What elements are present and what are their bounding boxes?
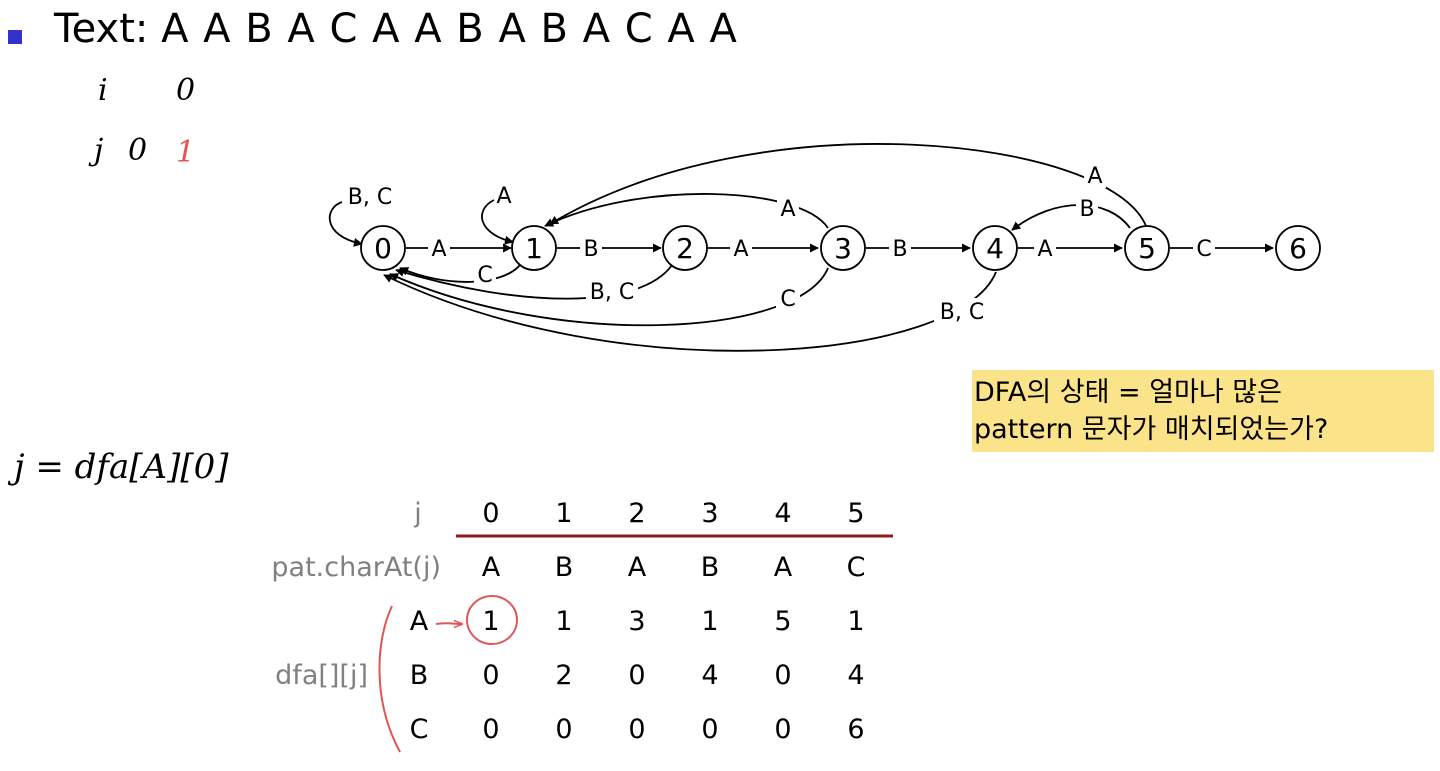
edge-label-2-3: A xyxy=(733,237,748,262)
table-cell-b-4: 0 xyxy=(774,660,791,691)
table-cell-c-2: 0 xyxy=(628,714,645,745)
state-6-label: 6 xyxy=(1289,232,1307,265)
table-pat-0: A xyxy=(482,552,501,583)
state-6: 6 xyxy=(1275,225,1321,271)
table-pat-4: A xyxy=(774,552,793,583)
table-j-1: 1 xyxy=(555,498,572,529)
table-cell-b-2: 0 xyxy=(628,660,645,691)
edge-5-1 xyxy=(549,143,1147,227)
state-4: 4 xyxy=(972,225,1018,271)
red-circle-annotation xyxy=(466,595,518,645)
text-sequence-line: Text: A A B A C A A B A B A C A A xyxy=(54,6,738,52)
state-3: 3 xyxy=(820,225,866,271)
callout-line2-prefix: pattern xyxy=(974,414,1074,445)
hand-i-label: i xyxy=(98,73,108,108)
text-label: Text: xyxy=(54,6,149,52)
edge-3-0 xyxy=(389,267,829,327)
table-j-5: 5 xyxy=(847,498,864,529)
table-cell-c-4: 0 xyxy=(774,714,791,745)
table-j-2: 2 xyxy=(628,498,645,529)
edge-label-5-6: C xyxy=(1196,237,1211,262)
loop-0 xyxy=(328,201,363,247)
state-0-label: 0 xyxy=(374,232,392,265)
table-j-4: 4 xyxy=(774,498,791,529)
hand-j-label: j xyxy=(88,133,103,168)
edge-label-3-0: C xyxy=(780,287,795,312)
table-pat-2: A xyxy=(628,552,647,583)
table-j-label: j xyxy=(413,498,422,529)
hand-i-value: 0 xyxy=(176,73,195,108)
edge-label-1-0: C xyxy=(477,263,492,288)
table-cell-b-1: 2 xyxy=(555,660,572,691)
table-j-0: 0 xyxy=(482,498,499,529)
state-5-label: 5 xyxy=(1138,232,1156,265)
table-row-char-a: A xyxy=(410,606,429,637)
table-cell-a-3: 1 xyxy=(701,606,718,637)
red-bracket-annotation xyxy=(378,605,401,753)
edge-label-5-1: A xyxy=(1087,164,1102,189)
state-5: 5 xyxy=(1124,225,1170,271)
loop-label-0: B, C xyxy=(348,185,392,210)
edge-5-4 xyxy=(1011,204,1131,231)
state-2: 2 xyxy=(662,225,708,271)
edge-3-1 xyxy=(544,193,829,229)
table-pat-1: B xyxy=(555,552,574,583)
table-cell-b-3: 4 xyxy=(701,660,718,691)
table-cell-a-2: 3 xyxy=(628,606,645,637)
edge-label-4-0: B, C xyxy=(940,300,984,325)
table-pat-label: pat.charAt(j) xyxy=(271,552,441,583)
edge-label-4-5: A xyxy=(1037,237,1052,262)
edge-label-3-1: A xyxy=(780,197,795,222)
table-cell-c-3: 0 xyxy=(701,714,718,745)
table-cell-a-1: 1 xyxy=(555,606,572,637)
edge-2-0 xyxy=(395,264,673,300)
table-cell-b-0: 0 xyxy=(482,660,499,691)
edge-label-0-1: A xyxy=(431,237,446,262)
state-4-label: 4 xyxy=(986,232,1004,265)
table-row-char-c: C xyxy=(410,714,429,745)
table-pat-5: C xyxy=(847,552,866,583)
hand-j-new-value: 1 xyxy=(176,135,195,170)
callout-line2-rest: 문자가 매치되었는가? xyxy=(1073,414,1329,445)
table-cell-c-1: 0 xyxy=(555,714,572,745)
state-1: 1 xyxy=(511,225,557,271)
loop-1 xyxy=(481,199,514,245)
edge-label-3-4: B xyxy=(892,237,907,262)
edge-label-5-4: B xyxy=(1079,197,1094,222)
table-pat-3: B xyxy=(701,552,720,583)
bullet-square xyxy=(8,30,22,44)
hand-j-old-value: 0 xyxy=(128,133,147,168)
table-j-3: 3 xyxy=(701,498,718,529)
callout-line1-rest: 의 상태 = 얼마나 많은 xyxy=(1026,377,1282,408)
state-2-label: 2 xyxy=(676,232,694,265)
table-cell-c-5: 6 xyxy=(847,714,864,745)
hand-formula: j = dfa[A][0] xyxy=(7,447,229,487)
dfa-state-callout: DFA의 상태 = 얼마나 많은 pattern 문자가 매치되었는가? xyxy=(972,370,1434,452)
edge-1-0 xyxy=(399,264,521,283)
state-1-label: 1 xyxy=(525,232,543,265)
table-cell-a-4: 5 xyxy=(774,606,791,637)
state-0: 0 xyxy=(360,225,406,271)
dfa-table: j 0 1 2 3 4 5 pat.charAt(j) A B A B A C … xyxy=(271,498,893,745)
red-arrow-annotation xyxy=(435,623,462,624)
table-cell-a-5: 1 xyxy=(847,606,864,637)
table-cell-c-0: 0 xyxy=(482,714,499,745)
callout-line1-prefix: DFA xyxy=(974,377,1027,408)
edge-label-1-2: B xyxy=(583,237,598,262)
table-cell-a-0: 1 xyxy=(482,606,499,637)
state-3-label: 3 xyxy=(834,232,852,265)
table-cell-b-5: 4 xyxy=(847,660,864,691)
table-dfa-label: dfa[][j] xyxy=(275,660,368,691)
table-row-char-b: B xyxy=(410,660,429,691)
text-sequence: A A B A C A A B A B A C A A xyxy=(161,6,738,52)
loop-label-1: A xyxy=(496,184,511,209)
edge-label-2-0: B, C xyxy=(590,280,634,305)
